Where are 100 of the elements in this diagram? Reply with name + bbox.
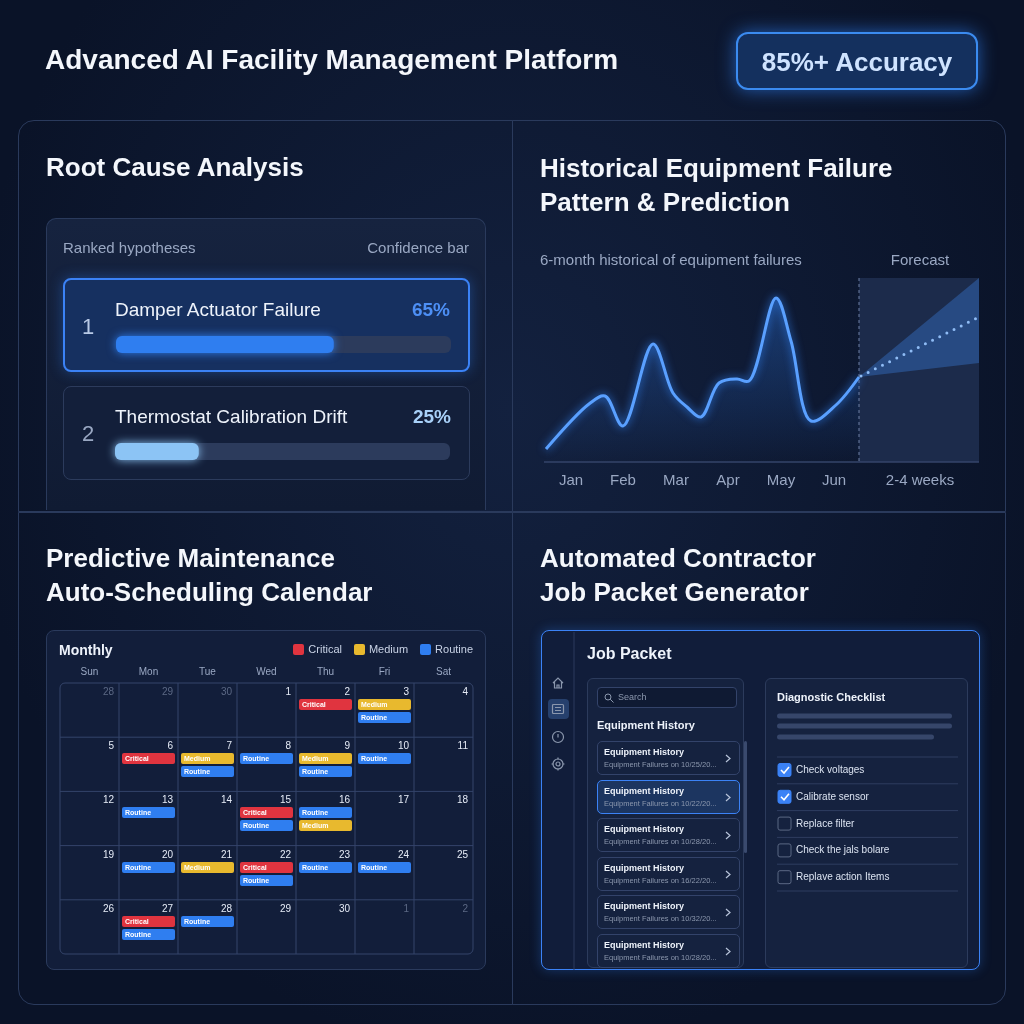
item-title: Equipment History [604, 824, 684, 835]
axis-tick-label: May [766, 471, 796, 489]
confidence-value: 65% [411, 299, 450, 321]
item-title: Equipment History [604, 901, 684, 912]
day-number: 6 [166, 740, 173, 752]
item-title: Equipment History [604, 939, 684, 950]
list-heading: Equipment History [597, 719, 695, 732]
badge-text: 85%+ Accuracy [760, 48, 954, 78]
checklist-item-label: Replave action Items [796, 871, 890, 883]
day-number: 16 [337, 794, 350, 806]
day-number: 9 [343, 740, 350, 752]
day-number: 29 [278, 902, 291, 915]
checklist-item-label: Check voltages [796, 764, 865, 776]
dashboard-panel [18, 120, 513, 512]
day-number: 26 [101, 902, 114, 915]
axis-tick-label: Feb [610, 471, 636, 489]
confidence-value: 25% [412, 406, 451, 428]
list-item [597, 741, 740, 775]
hypothesis-row [63, 278, 470, 372]
day-number: 13 [160, 794, 173, 806]
day-number: 7 [225, 740, 232, 752]
weekday-label: Thu [316, 666, 335, 678]
weekday-label: Sat [436, 666, 451, 678]
day-number: 20 [160, 848, 173, 861]
chart-section-label: Forecast [890, 251, 950, 269]
item-title: Equipment History [604, 862, 684, 873]
legend-label: Critical [308, 643, 342, 655]
panel-title: Automated Contractor Job Packet Generator [540, 542, 817, 609]
day-number: 23 [337, 848, 350, 861]
column-header: Ranked hypotheses [63, 239, 196, 257]
day-number: 24 [396, 848, 409, 861]
day-number: 21 [219, 848, 232, 861]
day-number: 29 [160, 686, 173, 698]
list-item [597, 818, 740, 852]
list-panel [587, 678, 744, 968]
legend-label: Routine [435, 643, 473, 655]
checklist-heading: Diagnostic Checklist [777, 691, 886, 704]
dashboard-panel [512, 120, 1006, 512]
accuracy-badge [736, 32, 978, 90]
item-title: Equipment History [604, 785, 684, 796]
axis-tick-label: Jan [558, 471, 584, 489]
panel-title: Historical Equipment Failure Pattern & Prediction [540, 152, 894, 219]
checklist-panel [765, 678, 968, 968]
day-number: 27 [160, 902, 173, 915]
panel-title: Predictive Maintenance Auto-Scheduling Calendar [46, 542, 374, 609]
list-item [597, 779, 740, 814]
checklist-item-label: Check the jals bolare [796, 844, 890, 856]
axis-tick-label: Apr [716, 471, 740, 489]
hypothesis-name: Damper Actuator Failure [115, 299, 321, 321]
day-number: 10 [396, 740, 409, 752]
search-field [597, 687, 737, 708]
hypothesis-row [63, 386, 470, 480]
day-number: 25 [455, 848, 468, 861]
day-number: 19 [101, 848, 114, 861]
calendar-heading: Monthly [59, 642, 113, 659]
day-number: 28 [101, 686, 114, 698]
checklist-item-label: Replace filter [796, 817, 855, 830]
day-number: 2 [343, 686, 350, 698]
day-number: 14 [219, 794, 232, 806]
chart-subtitle: 6-month historical of equipment failures [540, 251, 802, 269]
calendar-card [46, 630, 486, 970]
weekday-label: Sun [80, 666, 99, 678]
weekday-label: Fri [378, 666, 391, 678]
day-number: 18 [455, 794, 468, 806]
day-number: 3 [402, 686, 409, 698]
axis-tick-label: Jun [821, 471, 847, 489]
weekday-label: Tue [199, 666, 216, 678]
rank-number: 1 [82, 314, 95, 340]
day-number: 5 [107, 740, 114, 752]
list-item [597, 895, 740, 929]
weekday-label: Mon [138, 666, 159, 678]
rank-number: 2 [82, 421, 95, 447]
day-number: 30 [337, 902, 350, 915]
day-number: 30 [219, 686, 232, 698]
legend-label: Medium [368, 643, 409, 655]
day-number: 1 [402, 902, 409, 915]
day-number: 2 [461, 902, 468, 915]
day-number: 15 [278, 794, 291, 806]
app-window [541, 630, 980, 970]
day-number: 28 [219, 902, 232, 915]
day-number: 8 [284, 740, 291, 752]
weekday-label: Wed [256, 666, 277, 678]
hypotheses-card [46, 218, 486, 510]
panel-title: Root Cause Analysis [46, 153, 304, 183]
list-item [597, 933, 740, 968]
day-number: 17 [396, 794, 409, 806]
dashboard-panel [18, 512, 513, 1005]
hypothesis-name: Thermostat Calibration Drift [115, 406, 348, 428]
day-number: 1 [284, 686, 291, 698]
dashboard-panel [512, 512, 1006, 1005]
column-header: Confidence bar [367, 239, 469, 257]
search-placeholder: Search [618, 692, 647, 703]
window-title: Job Packet [587, 645, 672, 664]
day-number: 11 [456, 740, 468, 752]
axis-tick-label: Mar [663, 471, 689, 489]
page-title: Advanced AI Facility Management Platform [45, 44, 619, 77]
day-number: 4 [461, 686, 468, 698]
day-number: 22 [278, 848, 291, 861]
item-title: Equipment History [604, 747, 684, 758]
list-item [597, 856, 740, 891]
